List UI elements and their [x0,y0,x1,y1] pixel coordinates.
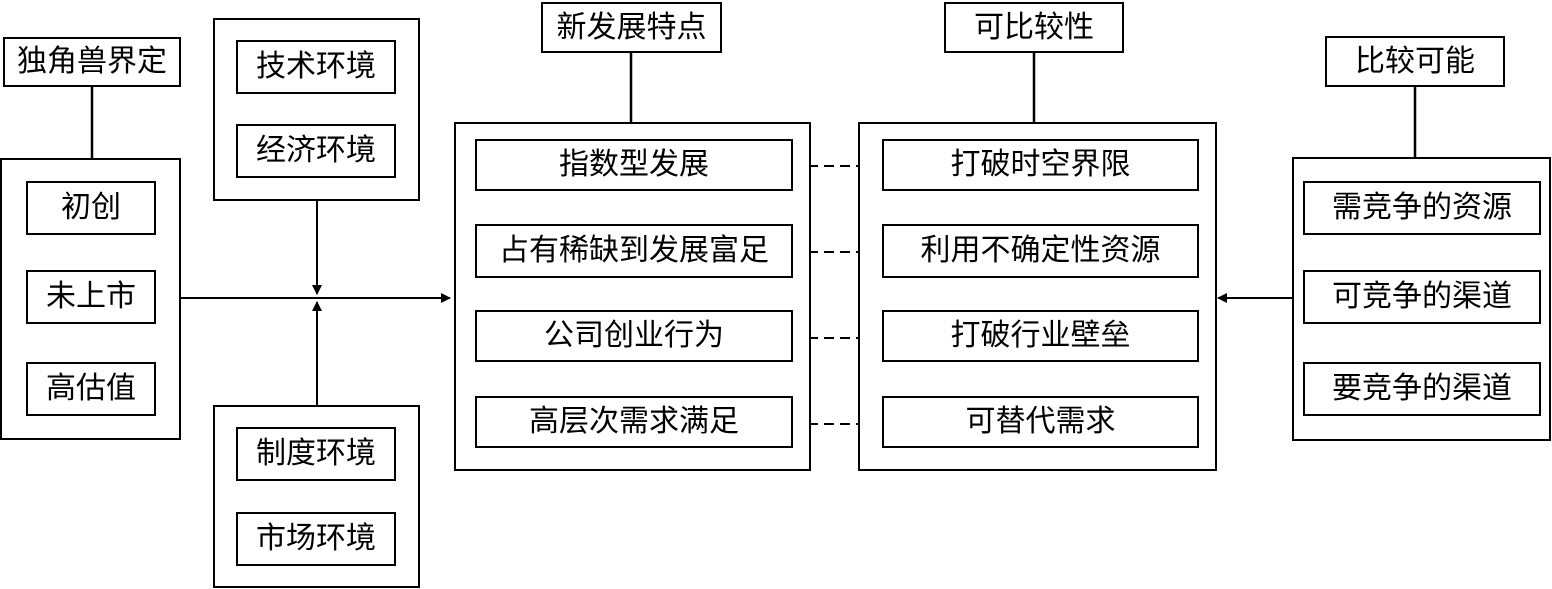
comparability-item-uncertainty: 利用不确定性资源 [882,224,1199,278]
comparability-item-spacetime: 打破时空界限 [882,139,1199,191]
feature-item-scarcity-to-abundance: 占有稀缺到发展富足 [475,224,793,278]
unicorn-item-high-valuation: 高估值 [26,362,156,416]
env-item-market: 市场环境 [236,512,396,566]
unicorn-item-unlisted: 未上市 [26,270,156,324]
possibility-item-resources: 需竞争的资源 [1303,181,1541,235]
env-item-economy: 经济环境 [236,124,396,178]
possibility-title: 比较可能 [1325,36,1505,87]
unicorn-title: 独角兽界定 [3,37,181,87]
env-item-institution: 制度环境 [236,427,396,481]
possibility-item-channels-1: 可竞争的渠道 [1303,270,1541,324]
comparability-item-substitute-demand: 可替代需求 [882,396,1199,448]
possibility-item-channels-2: 要竞争的渠道 [1303,362,1541,416]
feature-item-higher-needs: 高层次需求满足 [475,396,793,448]
feature-item-corporate-entrepreneurship: 公司创业行为 [475,310,793,362]
features-title: 新发展特点 [541,2,722,53]
unicorn-item-startup: 初创 [26,181,156,235]
feature-item-exponential: 指数型发展 [475,139,793,191]
comparability-title: 可比较性 [944,2,1124,53]
comparability-item-industry-barriers: 打破行业壁垒 [882,310,1199,362]
env-item-technology: 技术环境 [236,40,396,94]
